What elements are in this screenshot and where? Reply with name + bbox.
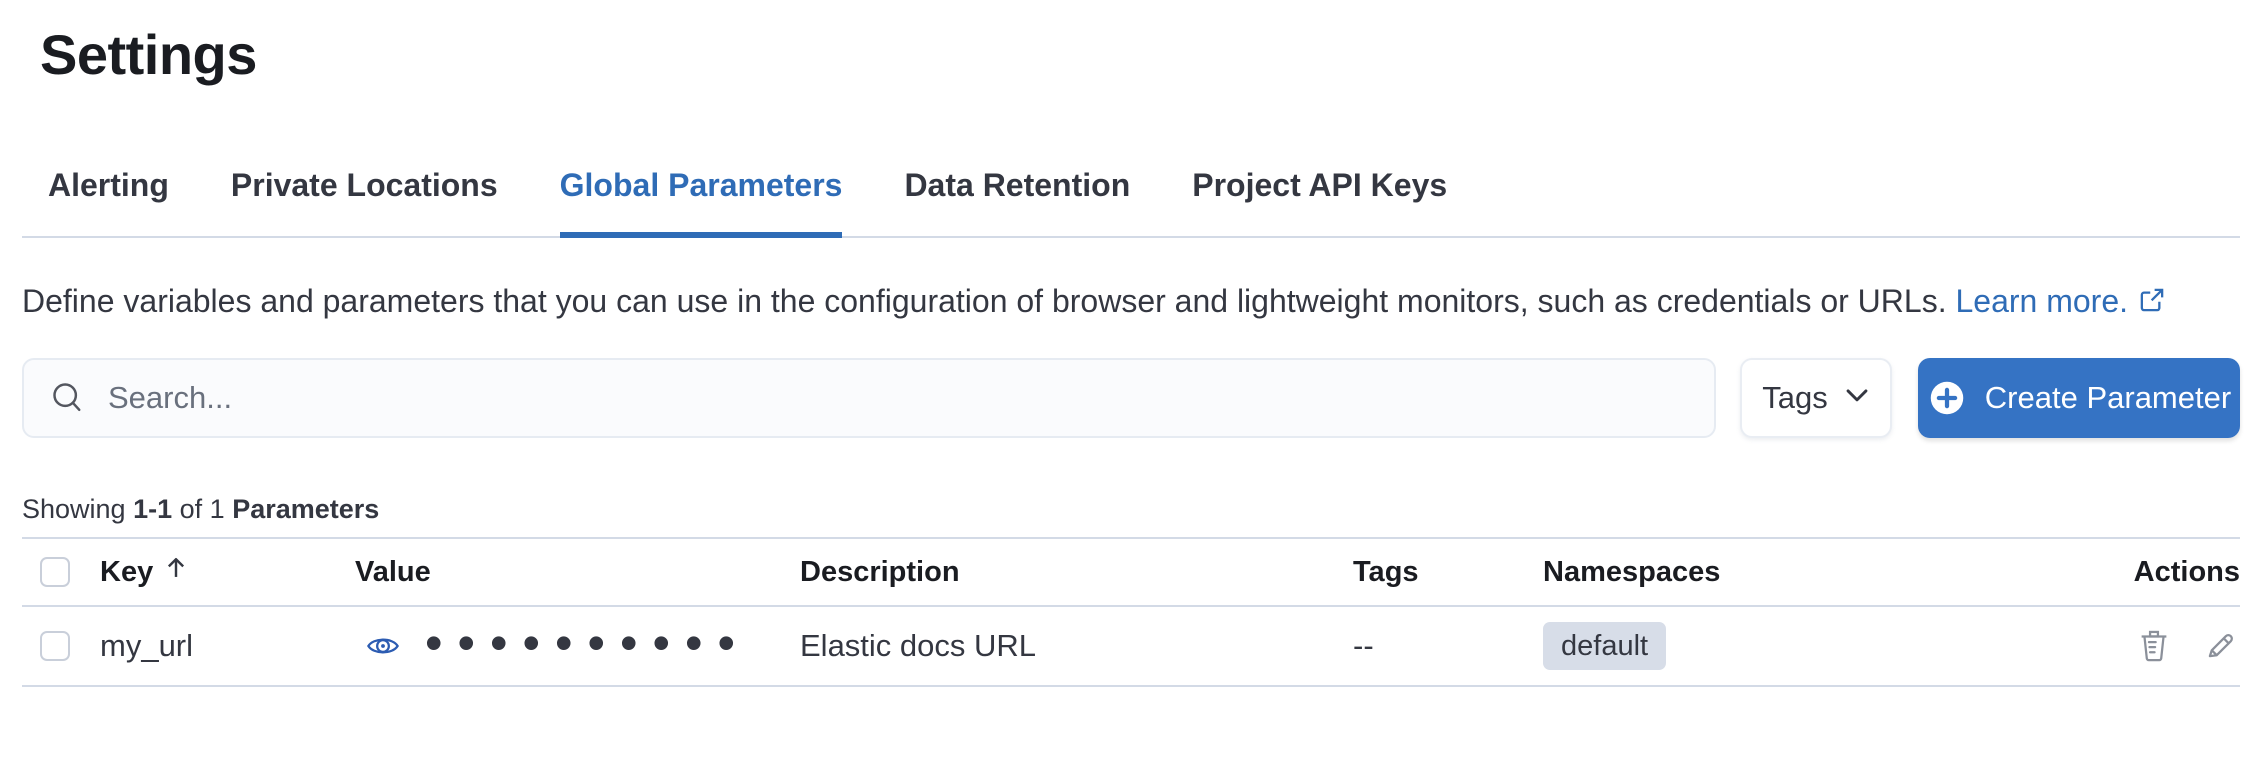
column-header-key[interactable]: Key bbox=[100, 555, 355, 589]
column-header-tags: Tags bbox=[1353, 555, 1419, 588]
description-text: Define variables and parameters that you… bbox=[22, 283, 1947, 319]
tab-data-retention[interactable]: Data Retention bbox=[904, 167, 1131, 203]
parameters-table: Key Value Description Tags Namespaces Ac… bbox=[22, 537, 2240, 687]
sort-arrow-up-icon bbox=[163, 555, 189, 589]
results-summary: Showing 1-1 of 1 Parameters bbox=[22, 494, 2240, 525]
key-cell: my_url bbox=[100, 628, 194, 663]
create-parameter-button[interactable]: Create Parameter bbox=[1918, 358, 2240, 438]
toolbar: Tags Create Parameter bbox=[22, 358, 2240, 438]
summary-entity: Parameters bbox=[232, 494, 380, 524]
page-description: Define variables and parameters that you… bbox=[22, 276, 2240, 328]
column-header-value: Value bbox=[355, 555, 431, 588]
select-all-cell bbox=[22, 557, 100, 587]
edit-icon[interactable] bbox=[2202, 628, 2238, 664]
row-select-cell bbox=[22, 631, 100, 661]
description-cell: Elastic docs URL bbox=[800, 628, 1037, 663]
summary-showing: Showing bbox=[22, 494, 126, 524]
summary-of: of 1 bbox=[179, 494, 225, 524]
namespace-badge: default bbox=[1543, 622, 1667, 670]
learn-more-link[interactable]: Learn more. bbox=[1955, 283, 2166, 319]
tab-private-locations[interactable]: Private Locations bbox=[230, 167, 498, 203]
table-row: my_url •••••••••• Elastic docs URL -- de… bbox=[22, 607, 2240, 687]
namespaces-cell: default bbox=[1543, 622, 2120, 670]
summary-range: 1-1 bbox=[133, 494, 173, 524]
tags-filter-label: Tags bbox=[1762, 380, 1828, 415]
settings-tabs: Alerting Private Locations Global Parame… bbox=[22, 166, 2240, 238]
chevron-down-icon bbox=[1844, 380, 1870, 416]
tab-alerting[interactable]: Alerting bbox=[48, 167, 169, 203]
column-header-description: Description bbox=[800, 555, 960, 588]
search-field bbox=[22, 358, 1716, 438]
column-key-label: Key bbox=[100, 555, 154, 588]
plus-in-circle-icon bbox=[1927, 378, 1967, 418]
column-header-actions: Actions bbox=[2133, 555, 2240, 588]
column-header-namespaces: Namespaces bbox=[1543, 555, 1721, 588]
external-link-icon bbox=[2138, 278, 2166, 328]
tags-cell: -- bbox=[1353, 628, 1374, 663]
row-checkbox[interactable] bbox=[40, 631, 70, 661]
search-icon bbox=[50, 380, 86, 421]
delete-icon[interactable] bbox=[2136, 628, 2172, 664]
table-header-row: Key Value Description Tags Namespaces Ac… bbox=[22, 539, 2240, 607]
search-input[interactable] bbox=[22, 358, 1716, 438]
tab-global-parameters[interactable]: Global Parameters bbox=[559, 166, 843, 238]
create-parameter-label: Create Parameter bbox=[1984, 380, 2232, 415]
select-all-checkbox[interactable] bbox=[40, 557, 70, 587]
eye-icon[interactable] bbox=[365, 628, 401, 664]
tags-filter-button[interactable]: Tags bbox=[1740, 358, 1892, 438]
learn-more-label: Learn more. bbox=[1955, 283, 2128, 319]
value-cell: •••••••••• bbox=[355, 618, 800, 668]
actions-cell bbox=[2136, 628, 2240, 664]
tab-project-api-keys[interactable]: Project API Keys bbox=[1192, 167, 1448, 203]
page-title: Settings bbox=[40, 23, 257, 86]
settings-page: Settings Alerting Private Locations Glob… bbox=[0, 24, 2262, 687]
